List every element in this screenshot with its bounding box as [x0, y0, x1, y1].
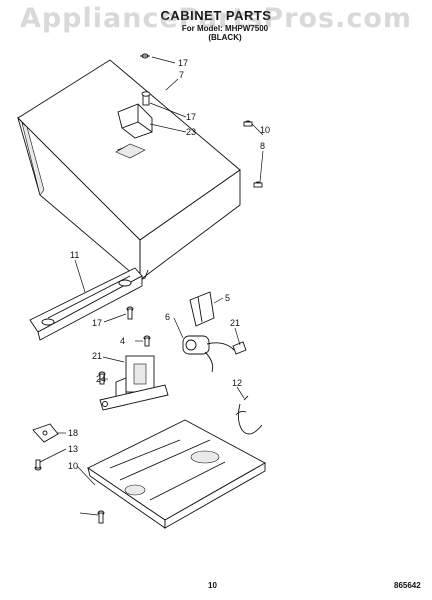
base-rail [29, 267, 143, 341]
screw-21-rail [126, 306, 134, 320]
model-subtitle: For Model: MHPW7500 [181, 24, 269, 33]
callout-8: 8 [260, 141, 265, 151]
callout-11: 11 [70, 250, 79, 260]
callout-10: 10 [260, 125, 270, 135]
diagram-title: CABINET PARTS [160, 8, 272, 23]
top-bracket [117, 91, 153, 139]
clip-12 [32, 423, 59, 443]
callout-21: 21 [230, 318, 240, 328]
bracket-11 [189, 291, 215, 327]
callout-17: 17 [186, 112, 196, 122]
power-cord-24 [235, 395, 263, 435]
callout-21: 21 [92, 351, 102, 361]
callout-24: 24 [96, 374, 106, 384]
callout-4: 4 [120, 336, 125, 346]
callout-17: 17 [178, 58, 188, 68]
callout-5: 5 [225, 293, 230, 303]
callout-12: 12 [232, 378, 242, 388]
callout-7: 7 [179, 70, 184, 80]
screws-10-side [243, 120, 263, 188]
callout-23: 23 [186, 127, 196, 137]
screw-18 [34, 459, 42, 471]
screw-17-mid [143, 335, 151, 347]
cabinet-wrapper [17, 59, 241, 281]
callout-13: 13 [68, 444, 78, 454]
screw-10-bottom [97, 510, 105, 524]
callout-6: 6 [165, 312, 170, 322]
screw-17-top [140, 53, 150, 59]
callout-18: 18 [68, 428, 78, 438]
callout-17: 17 [92, 318, 102, 328]
transformer-4 [99, 355, 169, 411]
color-note: (BLACK) [208, 33, 242, 42]
leader-lines [39, 56, 264, 516]
document-number: 865642 [394, 581, 421, 590]
capacitor-5 [182, 335, 235, 373]
page-number: 10 [208, 581, 217, 590]
base-plate-13 [87, 419, 266, 529]
callout-10: 10 [68, 461, 78, 471]
callout-labels: 17 7 17 23 10 8 11 5 6 21 17 4 21 24 12 18 13 10 [68, 58, 270, 471]
